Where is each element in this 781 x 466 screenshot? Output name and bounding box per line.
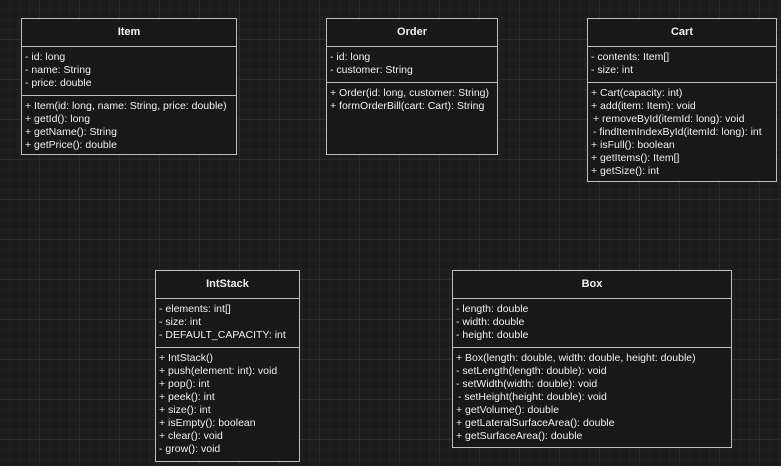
method: + getLateralSurfaceArea(): double [456,417,615,429]
method: + getSurfaceArea(): double [456,430,583,442]
method: + removeById(itemId: long): void [593,113,745,125]
class-order[interactable]: Order - id: long - customer: String + Or… [326,18,498,155]
method: + add(item: Item): void [591,100,696,112]
attribute: - DEFAULT_CAPACITY: int [159,329,286,341]
attribute: - customer: String [330,64,413,76]
method: - setLength(length: double): void [456,365,607,377]
attribute: - length: double [456,303,529,315]
attribute: - id: long [25,51,66,63]
method: + isFull(): boolean [591,139,675,151]
class-item[interactable]: Item - id: long - name: String - price: … [21,18,237,155]
method: + getSize(): int [591,165,659,177]
attribute: - elements: int[] [159,303,231,315]
methods-section: + Box(length: double, width: double, hei… [453,347,731,448]
method: + Item(id: long, name: String, price: do… [25,100,227,112]
attribute: - size: int [159,316,202,328]
method: + push(element: int): void [159,365,278,377]
class-name: Item [22,19,236,47]
method: + peek(): int [159,391,215,403]
method: + clear(): void [159,430,223,442]
method: + size(): int [159,404,211,416]
class-name: Box [453,271,731,299]
method: + getId(): long [25,113,91,125]
class-name: Cart [588,19,776,47]
attribute: - size: int [591,64,634,76]
attributes-section: - id: long - name: String - price: doubl… [22,47,236,95]
method: + Order(id: long, customer: String) [330,87,490,99]
attributes-section: - length: double - width: double - heigh… [453,299,731,347]
class-cart[interactable]: Cart - contents: Item[] - size: int + Ca… [587,18,777,182]
method: + Box(length: double, width: double, hei… [456,352,696,364]
method: + getVolume(): double [456,404,560,416]
attribute: - height: double [456,329,529,341]
methods-section: + Cart(capacity: int) + add(item: Item):… [588,82,776,183]
attribute: - name: String [25,64,91,76]
method: + pop(): int [159,378,210,390]
method: + formOrderBill(cart: Cart): String [330,100,485,112]
class-name: IntStack [156,271,299,299]
method: + getName(): String [25,126,117,138]
attribute: - contents: Item[] [591,51,670,63]
method: - setHeight(height: double): void [458,391,607,403]
method: + isEmpty(): boolean [159,417,256,429]
methods-section: + Order(id: long, customer: String) + fo… [327,82,497,118]
methods-section: + IntStack() + push(element: int): void … [156,347,299,461]
method: - setWidth(width: double): void [456,378,598,390]
attributes-section: - contents: Item[] - size: int [588,47,776,82]
method: + getItems(): Item[] [591,152,680,164]
class-name: Order [327,19,497,47]
method: + IntStack() [159,352,213,364]
methods-section: + Item(id: long, name: String, price: do… [22,95,236,157]
attribute: - price: double [25,77,92,89]
method: - findItemIndexById(itemId: long): int [593,126,762,138]
class-intstack[interactable]: IntStack - elements: int[] - size: int -… [155,270,300,462]
attributes-section: - id: long - customer: String [327,47,497,82]
class-box[interactable]: Box - length: double - width: double - h… [452,270,732,448]
method: + getPrice(): double [25,139,117,151]
attributes-section: - elements: int[] - size: int - DEFAULT_… [156,299,299,347]
attribute: - id: long [330,51,371,63]
method: + Cart(capacity: int) [591,87,683,99]
attribute: - width: double [456,316,525,328]
method: - grow(): void [159,443,221,455]
